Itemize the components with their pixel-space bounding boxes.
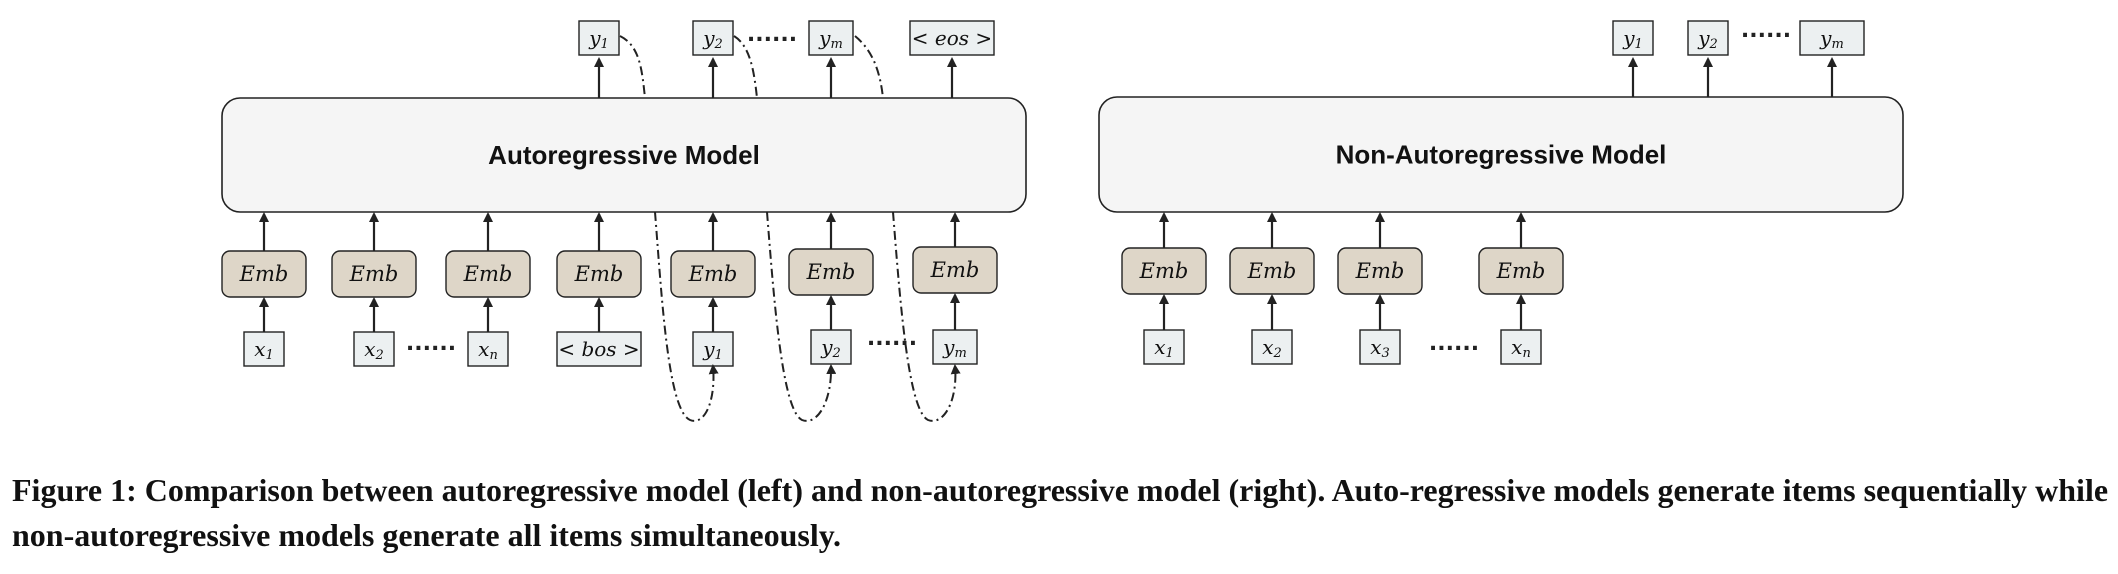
ar-input-token-5-box xyxy=(692,331,734,367)
ar-input-ellipsis-2: ······ xyxy=(867,332,917,357)
nar-emb-4-label: Emb xyxy=(1496,259,1546,283)
ar-input-token-2-label: x2 xyxy=(364,337,384,363)
ar-output-token-2-box xyxy=(692,20,734,56)
comparison-diagram: Autoregressive Model y1 y2 ym < eos > ······ E… xyxy=(221,20,1904,422)
ar-output-token-3-label: ym xyxy=(818,26,843,52)
ar-input-token-3-label: xn xyxy=(478,337,498,363)
ar-input-token-7-label: ym xyxy=(942,335,967,361)
ar-emb-1-label: Emb xyxy=(239,262,289,286)
ar-input-token-4-box xyxy=(556,331,642,367)
nar-input-ellipsis: ······ xyxy=(1429,337,1479,362)
ar-input-ellipsis-1: ······ xyxy=(406,337,456,362)
ar-emb-4-label: Emb xyxy=(574,262,624,286)
non-autoregressive-model-box xyxy=(1098,96,1904,213)
nar-input-token-3-label: x3 xyxy=(1370,335,1390,361)
nar-input-token-1-label: x1 xyxy=(1154,335,1174,361)
ar-input-token-6-label: y2 xyxy=(820,335,841,361)
ar-input-token-1-box xyxy=(243,331,285,367)
ar-feedback-top-1 xyxy=(619,35,646,99)
nar-output-token-1-label: y1 xyxy=(1622,26,1643,52)
nar-output-token-3-label: ym xyxy=(1819,26,1844,52)
figure-caption: Figure 1: Comparison between autoregress… xyxy=(12,472,2109,553)
ar-output-token-1-label: y1 xyxy=(588,26,609,52)
ar-emb-2-label: Emb xyxy=(349,262,399,286)
autoregressive-panel: Autoregressive Model y1 y2 ym < eos > ······ E… xyxy=(221,20,1027,422)
ar-input-token-4-label: < bos > xyxy=(558,337,639,361)
nar-output-token-3-box xyxy=(1799,20,1865,56)
ar-feedback-top-3 xyxy=(854,35,884,99)
ar-output-ellipsis: ······ xyxy=(747,28,797,53)
nar-emb-3-label: Emb xyxy=(1355,259,1405,283)
ar-input-token-6-box xyxy=(810,329,852,365)
ar-output-token-4-box xyxy=(909,20,995,56)
ar-emb-5-label: Emb xyxy=(688,262,738,286)
nar-output-token-2-box xyxy=(1687,20,1729,56)
ar-output-token-3-box xyxy=(808,20,854,56)
nar-output-token-1-box xyxy=(1612,20,1654,56)
ar-output-token-4-label: < eos > xyxy=(912,26,992,50)
autoregressive-model-box xyxy=(221,97,1027,213)
nar-input-token-4-label: xn xyxy=(1511,335,1531,361)
non-autoregressive-model-label: Non-Autoregressive Model xyxy=(1336,140,1667,170)
ar-input-token-1-label: x1 xyxy=(254,337,274,363)
non-autoregressive-panel: Non-Autoregressive Model y1 y2 ym ······ Emb E… xyxy=(1098,20,1904,365)
ar-output-token-1-box xyxy=(578,20,620,56)
nar-input-token-2-label: x2 xyxy=(1262,335,1282,361)
ar-input-token-2-box xyxy=(353,331,395,367)
ar-emb-3-label: Emb xyxy=(463,262,513,286)
ar-emb-7-label: Emb xyxy=(930,258,980,282)
nar-input-token-2-box xyxy=(1251,329,1293,365)
nar-output-ellipsis: ······ xyxy=(1741,24,1791,49)
autoregressive-model-label: Autoregressive Model xyxy=(488,140,760,170)
ar-output-token-2-label: y2 xyxy=(702,26,723,52)
ar-feedback-1 xyxy=(654,211,719,422)
nar-emb-2-label: Emb xyxy=(1247,259,1297,283)
ar-feedback-2 xyxy=(766,211,837,422)
ar-input-token-3-box xyxy=(467,331,509,367)
nar-emb-1-label: Emb xyxy=(1139,259,1189,283)
ar-emb-6-label: Emb xyxy=(806,260,856,284)
ar-feedback-top-2 xyxy=(733,35,758,99)
nar-input-token-4-box xyxy=(1500,329,1542,365)
ar-input-token-5-label: y1 xyxy=(702,337,723,363)
ar-feedback-3 xyxy=(892,211,961,422)
nar-output-token-2-label: y2 xyxy=(1697,26,1718,52)
